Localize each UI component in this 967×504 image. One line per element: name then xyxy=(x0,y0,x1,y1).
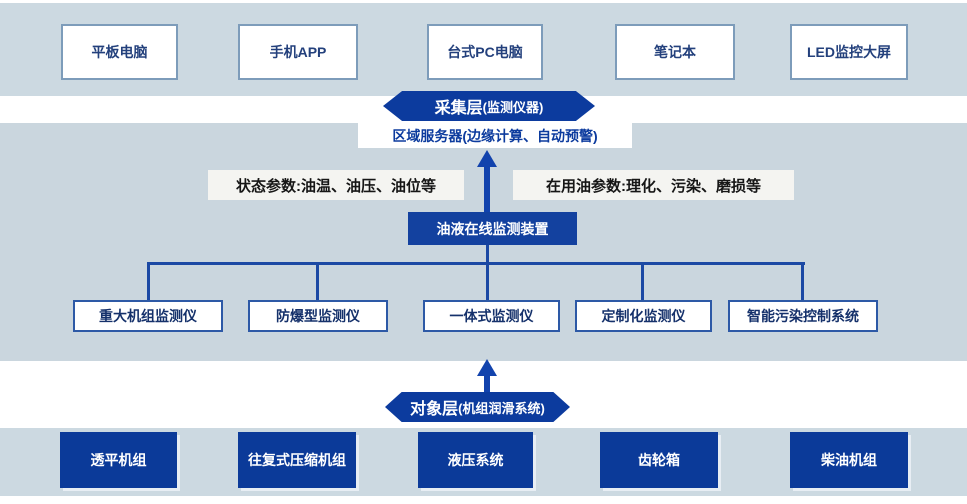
monitor-label: 智能污染控制系统 xyxy=(747,308,859,324)
terminal-label: LED监控大屏 xyxy=(807,44,891,60)
terminal-label: 平板电脑 xyxy=(91,44,148,60)
terminal-box-desktop-pc: 台式PC电脑 xyxy=(427,24,543,80)
object-box-hydraulic-system: 液压系统 xyxy=(418,432,533,488)
monitor-box-pollution-control: 智能污染控制系统 xyxy=(728,300,878,332)
tree-stub-2 xyxy=(316,262,319,300)
object-to-device-arrow-shaft xyxy=(484,374,490,392)
oil-parameters-label-box: 在用油参数:理化、污染、磨损等 xyxy=(513,170,794,200)
collection-layer-subtitle: (监测仪器) xyxy=(482,99,544,115)
monitor-box-explosion-proof: 防爆型监测仪 xyxy=(248,300,388,332)
device-to-server-arrow-shaft xyxy=(484,166,490,212)
oil-monitoring-device-box: 油液在线监测装置 xyxy=(408,212,577,245)
tree-center-drop-line xyxy=(486,245,489,300)
object-layer-title: 对象层 xyxy=(410,401,459,418)
regional-server-label: 区域服务器(边缘计算、自动预警) xyxy=(392,127,598,144)
object-layer-banner: 对象层(机组润滑系统) xyxy=(385,392,570,422)
object-label: 齿轮箱 xyxy=(638,452,680,468)
object-box-diesel-unit: 柴油机组 xyxy=(790,432,908,488)
object-box-gearbox: 齿轮箱 xyxy=(600,432,718,488)
regional-server-box: 区域服务器(边缘计算、自动预警) xyxy=(358,123,632,148)
monitor-label: 一体式监测仪 xyxy=(449,308,534,324)
object-to-device-arrow-head xyxy=(477,359,497,376)
monitor-label: 防爆型监测仪 xyxy=(276,308,360,324)
terminal-box-laptop: 笔记本 xyxy=(615,24,735,80)
tree-stub-4 xyxy=(641,262,644,300)
monitor-label: 重大机组监测仪 xyxy=(99,308,197,324)
terminal-label: 笔记本 xyxy=(654,44,696,60)
terminal-label: 手机APP xyxy=(269,44,327,60)
monitor-box-major-unit: 重大机组监测仪 xyxy=(73,300,223,332)
tree-horizontal-line xyxy=(147,262,805,265)
oil-parameters-label: 在用油参数:理化、污染、磨损等 xyxy=(546,177,761,195)
terminal-box-led-screen: LED监控大屏 xyxy=(790,24,908,80)
tree-stub-1 xyxy=(147,262,150,300)
oil-monitoring-device-label: 油液在线监测装置 xyxy=(436,220,549,237)
object-box-turbine-unit: 透平机组 xyxy=(60,432,177,488)
terminal-box-tablet: 平板电脑 xyxy=(61,24,178,80)
state-parameters-label-box: 状态参数:油温、油压、油位等 xyxy=(208,170,464,200)
terminal-label: 台式PC电脑 xyxy=(447,44,523,60)
state-parameters-label: 状态参数:油温、油压、油位等 xyxy=(236,177,436,195)
object-label: 柴油机组 xyxy=(821,452,877,468)
device-to-server-arrow-head xyxy=(477,150,497,167)
object-box-reciprocating-compressor: 往复式压缩机组 xyxy=(238,432,356,488)
monitor-box-integrated: 一体式监测仪 xyxy=(423,300,560,332)
collection-layer-title: 采集层 xyxy=(434,100,483,117)
object-label: 透平机组 xyxy=(90,452,147,468)
collection-layer-banner: 采集层(监测仪器) xyxy=(383,91,595,121)
monitor-box-customized: 定制化监测仪 xyxy=(575,300,712,332)
object-layer-subtitle: (机组润滑系统) xyxy=(458,400,545,416)
monitor-label: 定制化监测仪 xyxy=(601,308,686,324)
tree-stub-5 xyxy=(801,262,804,300)
object-label: 液压系统 xyxy=(447,452,504,468)
terminal-box-phone-app: 手机APP xyxy=(238,24,358,80)
object-label: 往复式压缩机组 xyxy=(248,452,346,468)
